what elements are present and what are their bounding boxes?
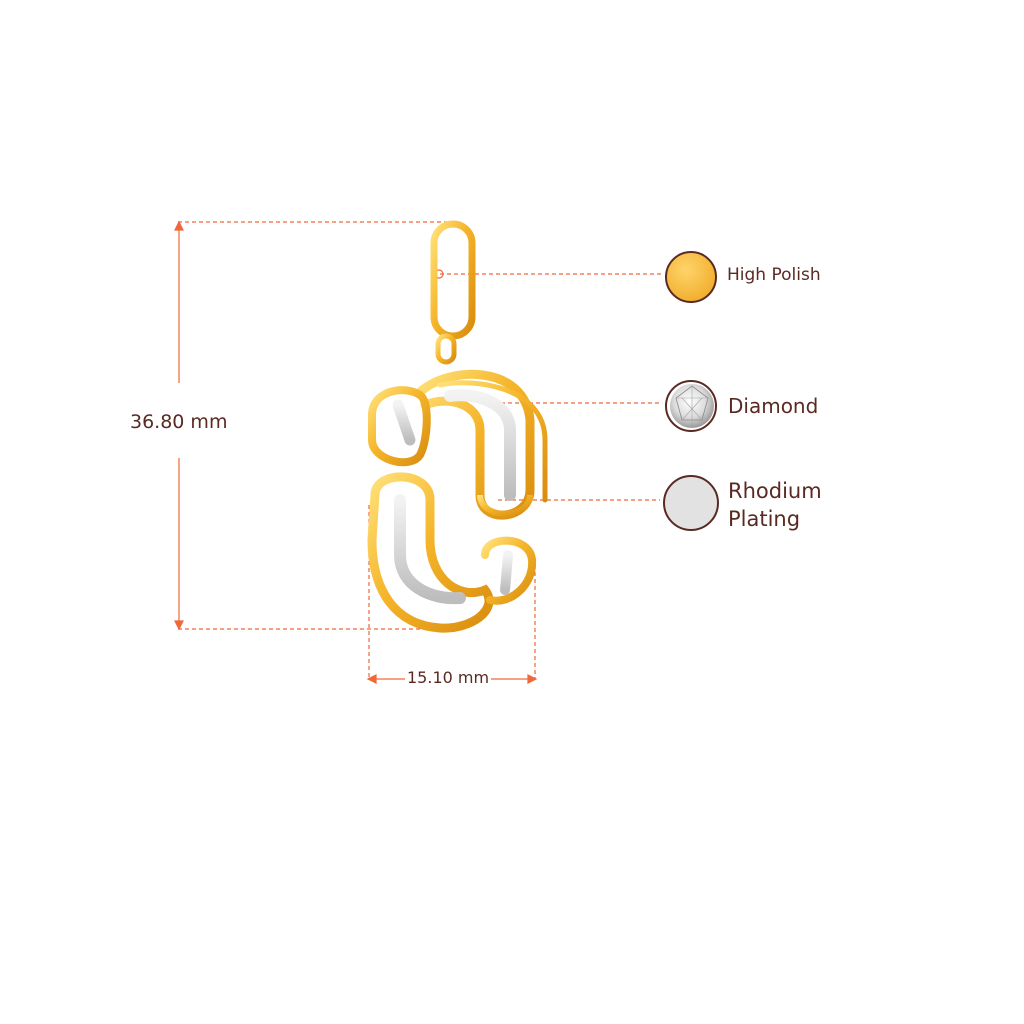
height-arrow-top-icon — [174, 220, 184, 231]
lower-loop-outer — [367, 472, 494, 633]
height-dimension-label: 36.80 mm — [130, 411, 228, 433]
bail — [430, 220, 476, 340]
height-arrow-bottom-icon — [174, 620, 184, 631]
upper-pave-strip — [444, 389, 516, 501]
rhodium-plating-label: Rhodium Plating — [728, 477, 822, 533]
top-left-pave — [392, 399, 416, 446]
high-polish-label: High Polish — [727, 265, 821, 285]
center-bridge — [477, 494, 533, 517]
top-left-curl — [368, 386, 431, 467]
pendant-illustration — [367, 220, 548, 633]
bail-jump-ring — [435, 333, 457, 365]
dimension-lines — [174, 220, 662, 684]
lower-pave-strip — [394, 494, 466, 605]
width-arrow-right-icon — [527, 674, 538, 684]
rhodium-label-line2: Plating — [728, 507, 801, 531]
bottom-right-pave — [500, 550, 513, 595]
diamond-label: Diamond — [728, 394, 819, 418]
bottom-right-curl — [481, 536, 537, 605]
high-polish-swatch-icon — [665, 251, 717, 303]
width-dimension-label: 15.10 mm — [405, 668, 492, 687]
diamond-swatch-icon — [665, 380, 717, 432]
upper-loop-inner — [437, 380, 548, 503]
rhodium-label-line1: Rhodium — [728, 479, 822, 503]
width-arrow-left-icon — [366, 674, 377, 684]
rhodium-swatch-icon — [663, 475, 719, 531]
